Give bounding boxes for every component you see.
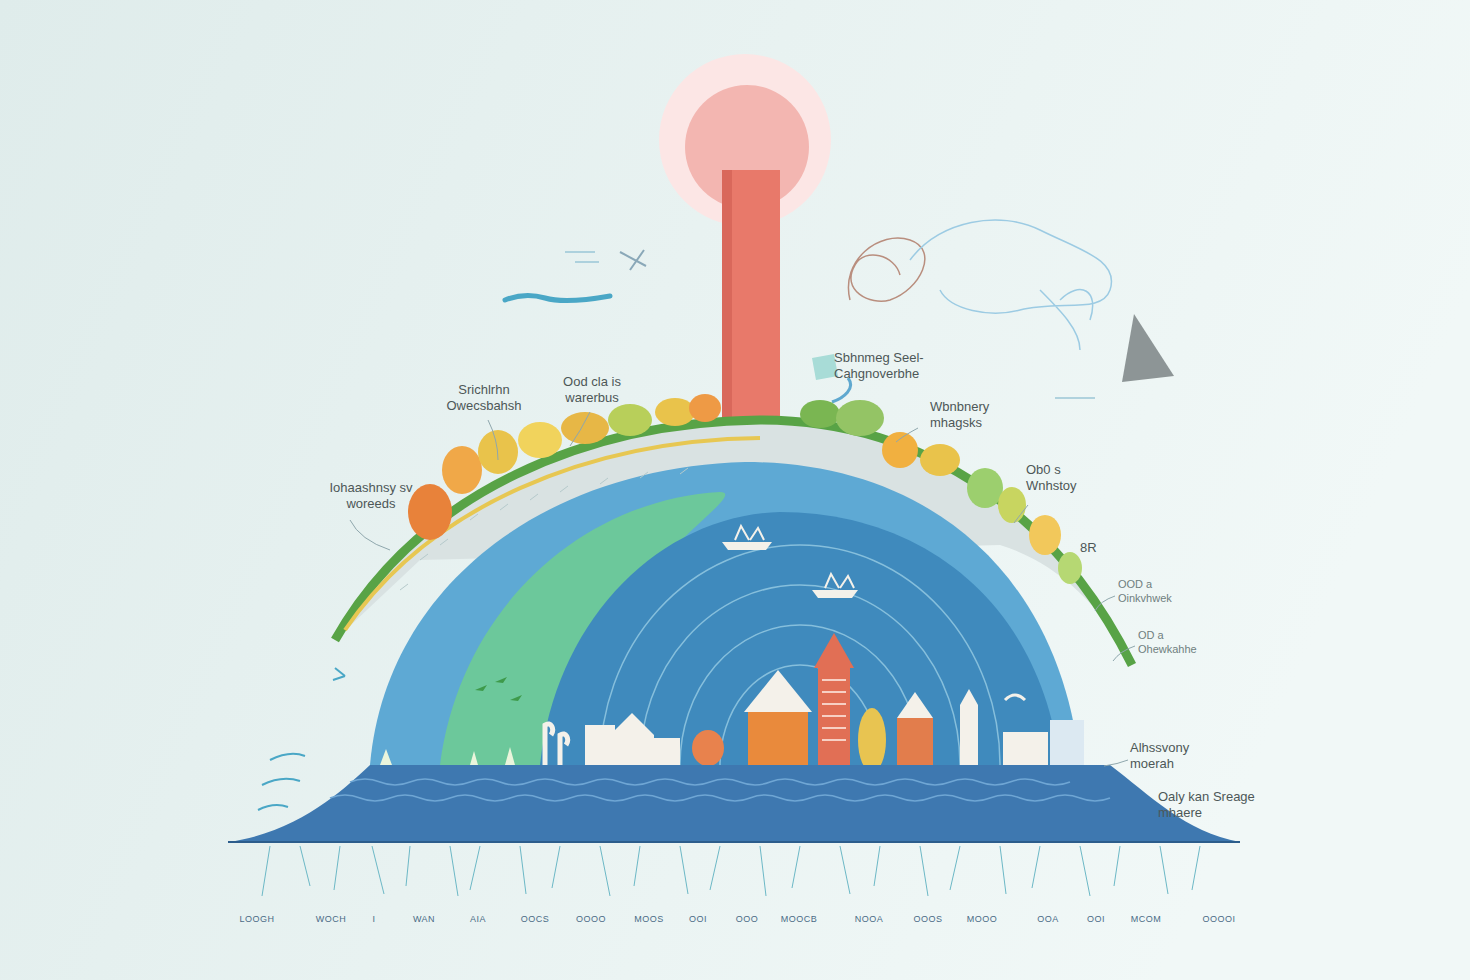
axis-label: OOI [689, 914, 707, 925]
grass [380, 747, 515, 765]
dome-hatching [400, 468, 688, 590]
chimney [722, 170, 780, 422]
fish [475, 677, 522, 701]
axis-label: MOOCB [781, 914, 818, 925]
wind-strokes [258, 668, 345, 810]
annotation-label: 8R [1080, 540, 1110, 556]
axis-label: OOA [1037, 914, 1059, 925]
axis-label: OOOO [576, 914, 606, 925]
annotation-label: Ob0 s Wnhstoy [1026, 462, 1096, 495]
axis-label: OOOOI [1202, 914, 1235, 925]
waves [330, 779, 1110, 801]
axis-label: OOOS [913, 914, 942, 925]
axis-label: LOOGH [239, 914, 274, 925]
root-lines [262, 846, 1200, 896]
axis-label: MOOS [634, 914, 664, 925]
annotation-label: Oaly kan Sreage mhaere [1158, 789, 1282, 822]
city [545, 633, 1084, 772]
annotation-label: Sbhnmeg Seel- Cahgnoverbhe [834, 350, 952, 383]
axis-label: MOOO [967, 914, 998, 925]
baseline [228, 841, 1240, 843]
annotation-label: Iohaashnsy sv woreeds [312, 480, 430, 513]
dome-inner-layer [540, 512, 1060, 765]
dome-rings [600, 545, 1000, 765]
annotation-label: Srichlrhn Owecsbahsh [428, 382, 540, 415]
leader-lines [350, 412, 1135, 766]
water [228, 765, 1240, 842]
annotation-label: OD a Ohewkahhe [1138, 629, 1224, 657]
annotation-label: Alhssvony moerah [1130, 740, 1230, 773]
axis-label: AIA [470, 914, 486, 925]
axis-label: I [372, 914, 375, 925]
axis-label: WAN [413, 914, 435, 925]
axis-label: MCOM [1131, 914, 1162, 925]
axis-label: OOI [1087, 914, 1105, 925]
chimney-shade [722, 170, 732, 422]
annotation-label: Ood cla is warerbus [550, 374, 634, 407]
axis-label: NOOA [855, 914, 884, 925]
annotation-label: Wbnbnery mhagsks [930, 399, 1020, 432]
axis-label: OOO [736, 914, 759, 925]
axis-label: OOCS [521, 914, 550, 925]
annotation-label: OOD a Oinkvhwek [1118, 578, 1204, 606]
dome-outer-layer [370, 462, 1080, 765]
axis-label: WOCH [316, 914, 347, 925]
